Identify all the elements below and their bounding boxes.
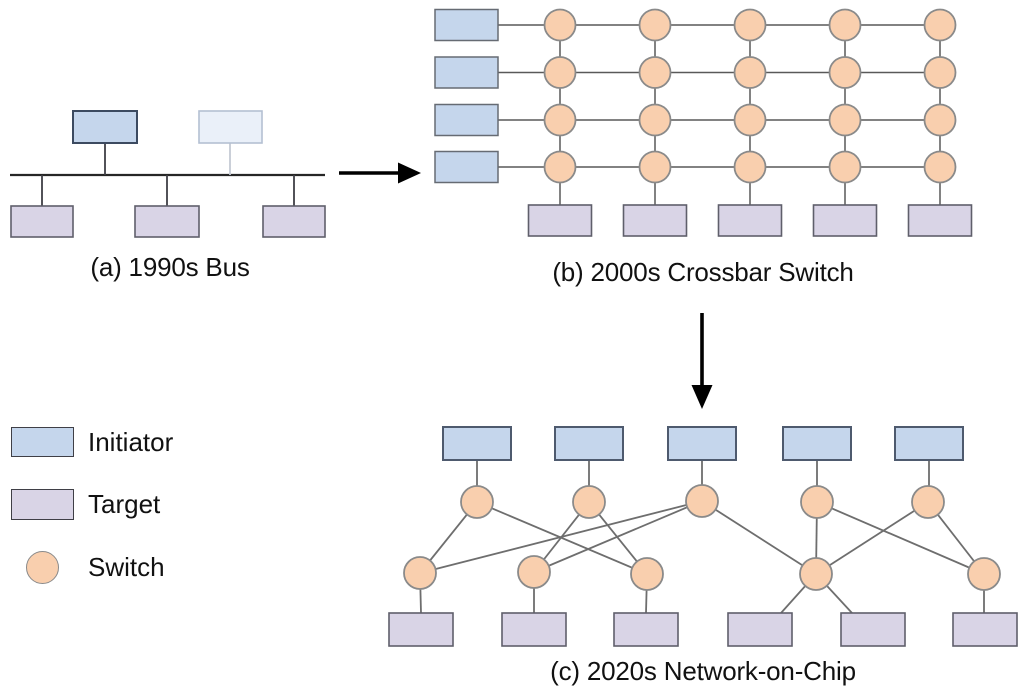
switch-node <box>572 485 606 519</box>
switch-node <box>923 150 957 184</box>
initiator-node <box>72 110 138 144</box>
switch-node <box>733 8 767 42</box>
initiator-node <box>434 56 499 89</box>
switch-node <box>517 555 551 589</box>
legend-item-initiator: Initiator <box>11 427 173 457</box>
caption-crossbar: (b) 2000s Crossbar Switch <box>552 257 854 287</box>
initiator-node <box>667 426 737 461</box>
initiator-swatch <box>11 427 74 457</box>
switch-node <box>638 103 672 137</box>
target-node <box>812 204 878 237</box>
target-node <box>262 205 326 238</box>
switch-node <box>403 556 437 590</box>
switch-node <box>460 485 494 519</box>
legend-label: Target <box>88 489 161 519</box>
initiator-node <box>434 150 499 184</box>
switch-node <box>685 484 719 518</box>
switch-node <box>828 150 862 184</box>
target-node <box>613 612 679 647</box>
bus-diagram <box>10 110 326 238</box>
target-node <box>622 204 688 237</box>
switch-node <box>828 103 862 137</box>
arrow-head-icon <box>691 385 713 409</box>
switch-node <box>543 103 577 137</box>
switch-node <box>733 56 767 89</box>
initiator-node <box>782 426 852 461</box>
legend-label: Initiator <box>88 426 174 457</box>
noc-link <box>816 501 985 575</box>
noc-link <box>701 500 817 575</box>
target-node <box>527 204 593 237</box>
switch-node <box>638 56 672 89</box>
target-node <box>727 612 793 647</box>
switch-node <box>638 150 672 184</box>
caption-noc: (c) 2020s Network-on-Chip <box>550 656 856 686</box>
target-node <box>907 204 973 237</box>
noc-link <box>815 501 929 575</box>
initiator-node <box>434 8 499 42</box>
noc-link <box>533 500 703 573</box>
target-node <box>717 204 783 237</box>
crossbar-diagram <box>434 8 973 237</box>
legend-item-switch: Switch <box>26 551 165 584</box>
target-node <box>134 205 200 238</box>
switch-node <box>828 56 862 89</box>
arrow-head-icon <box>398 162 421 184</box>
caption-bus: (a) 1990s Bus <box>90 252 250 282</box>
target-node <box>501 612 567 647</box>
switch-node <box>923 103 957 137</box>
noc-link <box>476 501 648 575</box>
target-swatch <box>11 489 74 520</box>
initiator-node <box>554 426 624 461</box>
switch-swatch <box>26 551 59 584</box>
noc-link <box>419 500 703 574</box>
switch-node <box>630 557 664 591</box>
initiator-node <box>442 426 512 461</box>
noc-diagram <box>388 426 1018 647</box>
switch-node <box>911 485 945 519</box>
target-node <box>10 205 74 238</box>
switch-node <box>638 8 672 42</box>
initiator-node <box>434 103 499 137</box>
switch-node <box>799 557 833 591</box>
initiator-node-faded <box>198 110 263 144</box>
switch-node <box>828 8 862 42</box>
switch-node <box>800 485 834 519</box>
arrow-b-to-c <box>691 313 713 409</box>
legend-label: Switch <box>88 552 165 582</box>
switch-node <box>733 150 767 184</box>
switch-node <box>967 557 1001 591</box>
arrow-a-to-b <box>339 162 421 184</box>
switch-node <box>923 8 957 42</box>
target-node <box>952 612 1018 647</box>
switch-node <box>543 8 577 42</box>
target-node <box>388 612 454 647</box>
switch-node <box>543 56 577 89</box>
legend-item-target: Target <box>11 489 160 520</box>
target-node <box>840 612 906 647</box>
switch-node <box>733 103 767 137</box>
initiator-node <box>894 426 964 461</box>
switch-node <box>923 56 957 89</box>
switch-node <box>543 150 577 184</box>
